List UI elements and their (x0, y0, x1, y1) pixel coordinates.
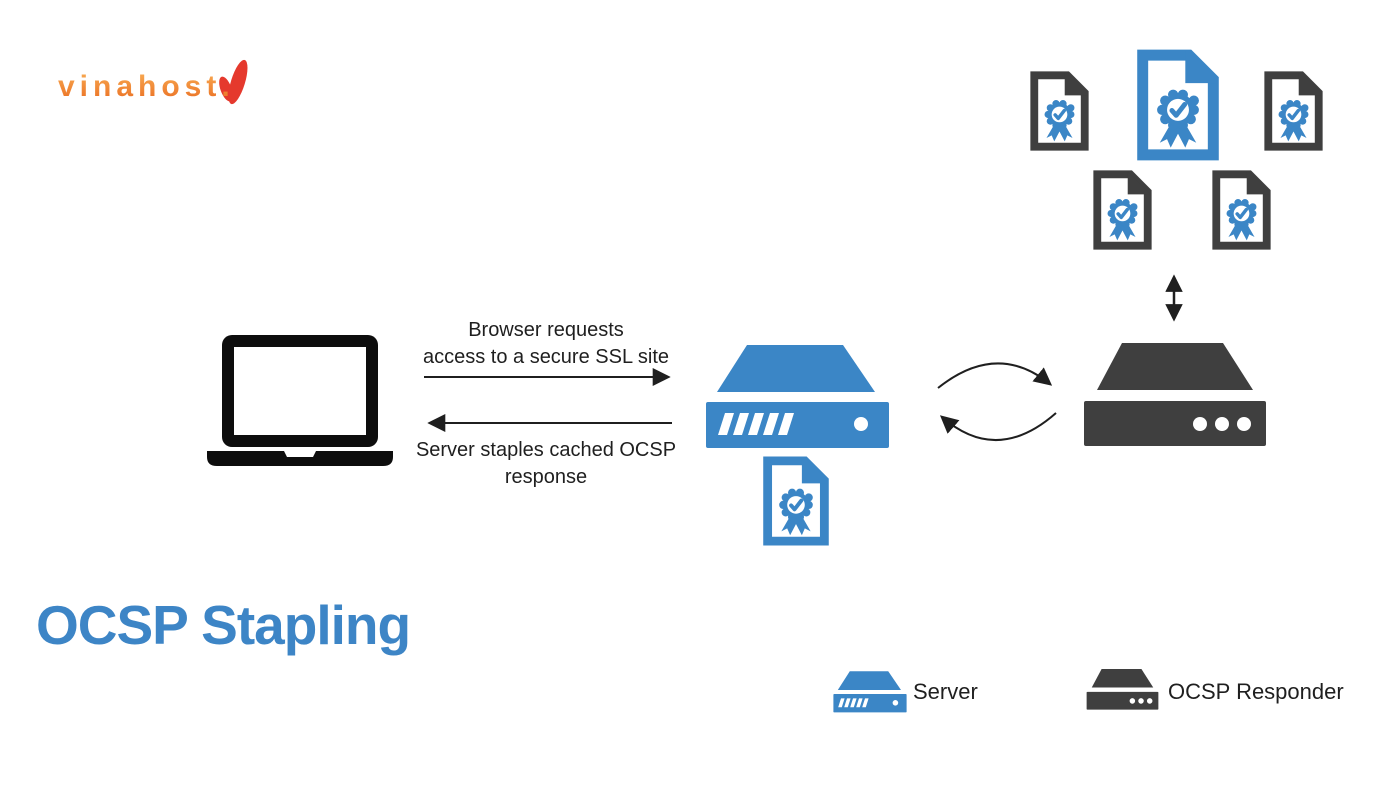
request-label-line2: access to a secure SSL site (422, 346, 670, 368)
vinahost-logo: vinahost. (58, 70, 235, 103)
response-label-line1: Server staples cached OCSP (415, 439, 677, 461)
laptop-icon (207, 335, 393, 466)
legend-server-label: Server (913, 679, 978, 704)
dark-server-icon (1084, 343, 1266, 446)
response-label: Server staples cached OCSP response (376, 437, 716, 491)
request-label: Browser requests access to a secure SSL … (376, 317, 716, 371)
certificate-icon (1097, 172, 1150, 246)
certificate-icon (1034, 73, 1087, 147)
certificate-icon (1216, 172, 1269, 246)
legend-responder-icon (1086, 669, 1159, 710)
legend-server-icon (833, 671, 907, 713)
certificate-icon (1268, 73, 1321, 147)
legend-responder-label: OCSP Responder (1168, 679, 1344, 704)
request-label-line1: Browser requests (468, 319, 624, 341)
stapled-certificate-icon (768, 458, 828, 541)
certificate-icon-highlighted (1143, 51, 1217, 154)
certificate-store (1034, 51, 1321, 245)
page-title: OCSP Stapling (36, 594, 411, 656)
blue-server-icon (706, 345, 889, 448)
response-label-line2: response (504, 466, 588, 488)
cycle-arrows-icon (937, 362, 1057, 441)
logo-check-icon (219, 59, 248, 105)
